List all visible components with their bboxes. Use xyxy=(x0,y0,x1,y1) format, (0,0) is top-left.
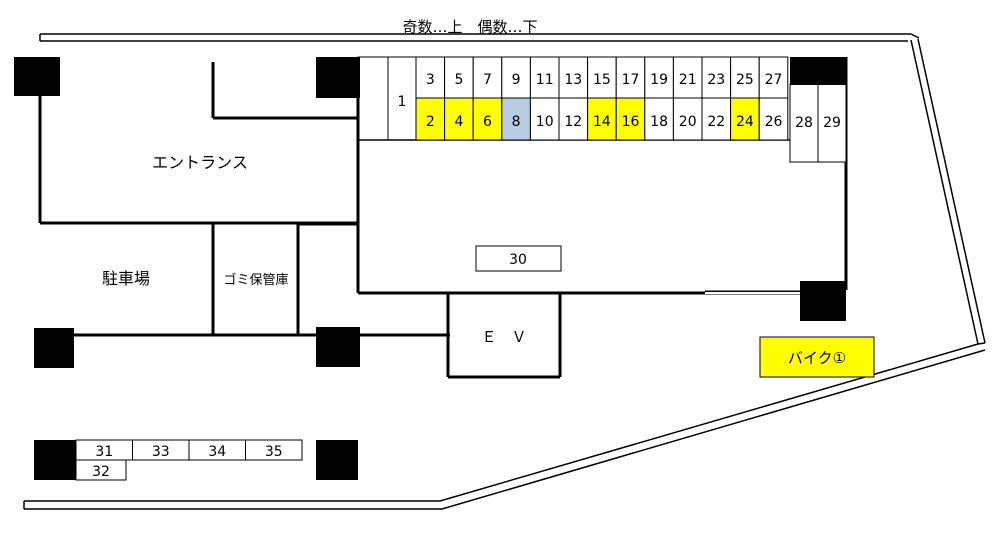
slot-label: 18 xyxy=(650,114,668,130)
slot-cell xyxy=(472,56,503,99)
slot-label: 20 xyxy=(679,114,697,130)
slot-label: 26 xyxy=(765,114,783,130)
slot-1: 1 xyxy=(398,94,407,110)
slot-cell xyxy=(758,56,789,99)
pillar xyxy=(34,328,74,368)
pillar xyxy=(316,440,358,480)
entrance-block xyxy=(38,62,358,225)
slot-label: 19 xyxy=(650,72,668,88)
slot-cell xyxy=(644,97,674,141)
slot-cell xyxy=(701,56,732,99)
slot-label: 7 xyxy=(483,72,492,88)
slot-cell xyxy=(615,97,646,141)
slot-28: 28 xyxy=(795,115,813,131)
lower-slot-label: 35 xyxy=(265,444,283,460)
lower-slot-label: 34 xyxy=(208,444,226,460)
lower-slot-label: 33 xyxy=(152,444,170,460)
slot-30-box xyxy=(475,245,562,272)
slot-30: 30 xyxy=(509,252,527,268)
elevator-label: Ｅ Ｖ xyxy=(481,328,526,346)
slot-label: 9 xyxy=(512,72,521,88)
pillar xyxy=(34,440,76,480)
slot-label: 27 xyxy=(765,72,783,88)
slot-cell xyxy=(529,56,560,99)
slot-label: 5 xyxy=(454,72,463,88)
bike-space xyxy=(759,336,875,378)
pillar xyxy=(800,281,846,321)
slot-label: 15 xyxy=(593,72,611,88)
garbage-label: ゴミ保管庫 xyxy=(223,272,288,288)
slot-cell xyxy=(730,56,760,99)
lower-slot-cell xyxy=(75,459,127,481)
slot-label: 6 xyxy=(483,114,492,130)
slot-29: 29 xyxy=(823,115,841,131)
slot-label: 16 xyxy=(622,114,640,130)
lower-slot-cell xyxy=(245,439,303,461)
slot-label: 21 xyxy=(679,72,697,88)
slot-label: 24 xyxy=(736,114,754,130)
slot-label: 23 xyxy=(707,72,725,88)
lower-slot-label: 32 xyxy=(92,464,110,480)
slot-cell xyxy=(529,97,560,141)
pillars xyxy=(14,57,846,480)
bike-label: バイク① xyxy=(788,349,846,367)
pillar xyxy=(316,57,360,98)
slot-cell xyxy=(672,97,703,141)
slot-label: 25 xyxy=(736,72,754,88)
slot-label: 17 xyxy=(622,72,640,88)
pillar xyxy=(790,57,846,85)
slot-label: 4 xyxy=(454,114,463,130)
lower-slot-grid: 31 33 34 35 32 xyxy=(75,439,303,481)
parking-area xyxy=(40,223,450,337)
slot-label: 8 xyxy=(512,114,521,130)
slot-label: 2 xyxy=(426,114,435,130)
pillar xyxy=(316,327,360,367)
slot-cell xyxy=(558,97,589,141)
pillar xyxy=(14,57,60,96)
entrance-label: エントランス xyxy=(152,153,248,172)
slot-cell xyxy=(758,97,789,141)
lower-slot-label: 31 xyxy=(95,444,113,460)
slot-cell xyxy=(587,56,617,99)
slot-cell xyxy=(415,97,446,141)
slot-label: 11 xyxy=(536,72,554,88)
slot-cell xyxy=(587,97,617,141)
outer-wall xyxy=(23,33,986,510)
slot-cell xyxy=(644,56,674,99)
slot-label: 14 xyxy=(593,114,611,130)
elevator-shaft xyxy=(446,293,562,379)
parking-label: 駐車場 xyxy=(102,269,150,288)
slot-label: 12 xyxy=(564,114,582,130)
header-note: 奇数…上 偶数…下 xyxy=(402,18,537,36)
slot-label: 10 xyxy=(536,114,554,130)
slot-28-29 xyxy=(789,83,847,163)
slot-label: 22 xyxy=(707,114,725,130)
slot-label: 13 xyxy=(564,72,582,88)
slot-cell xyxy=(501,97,531,141)
slot-label: 3 xyxy=(426,72,435,88)
